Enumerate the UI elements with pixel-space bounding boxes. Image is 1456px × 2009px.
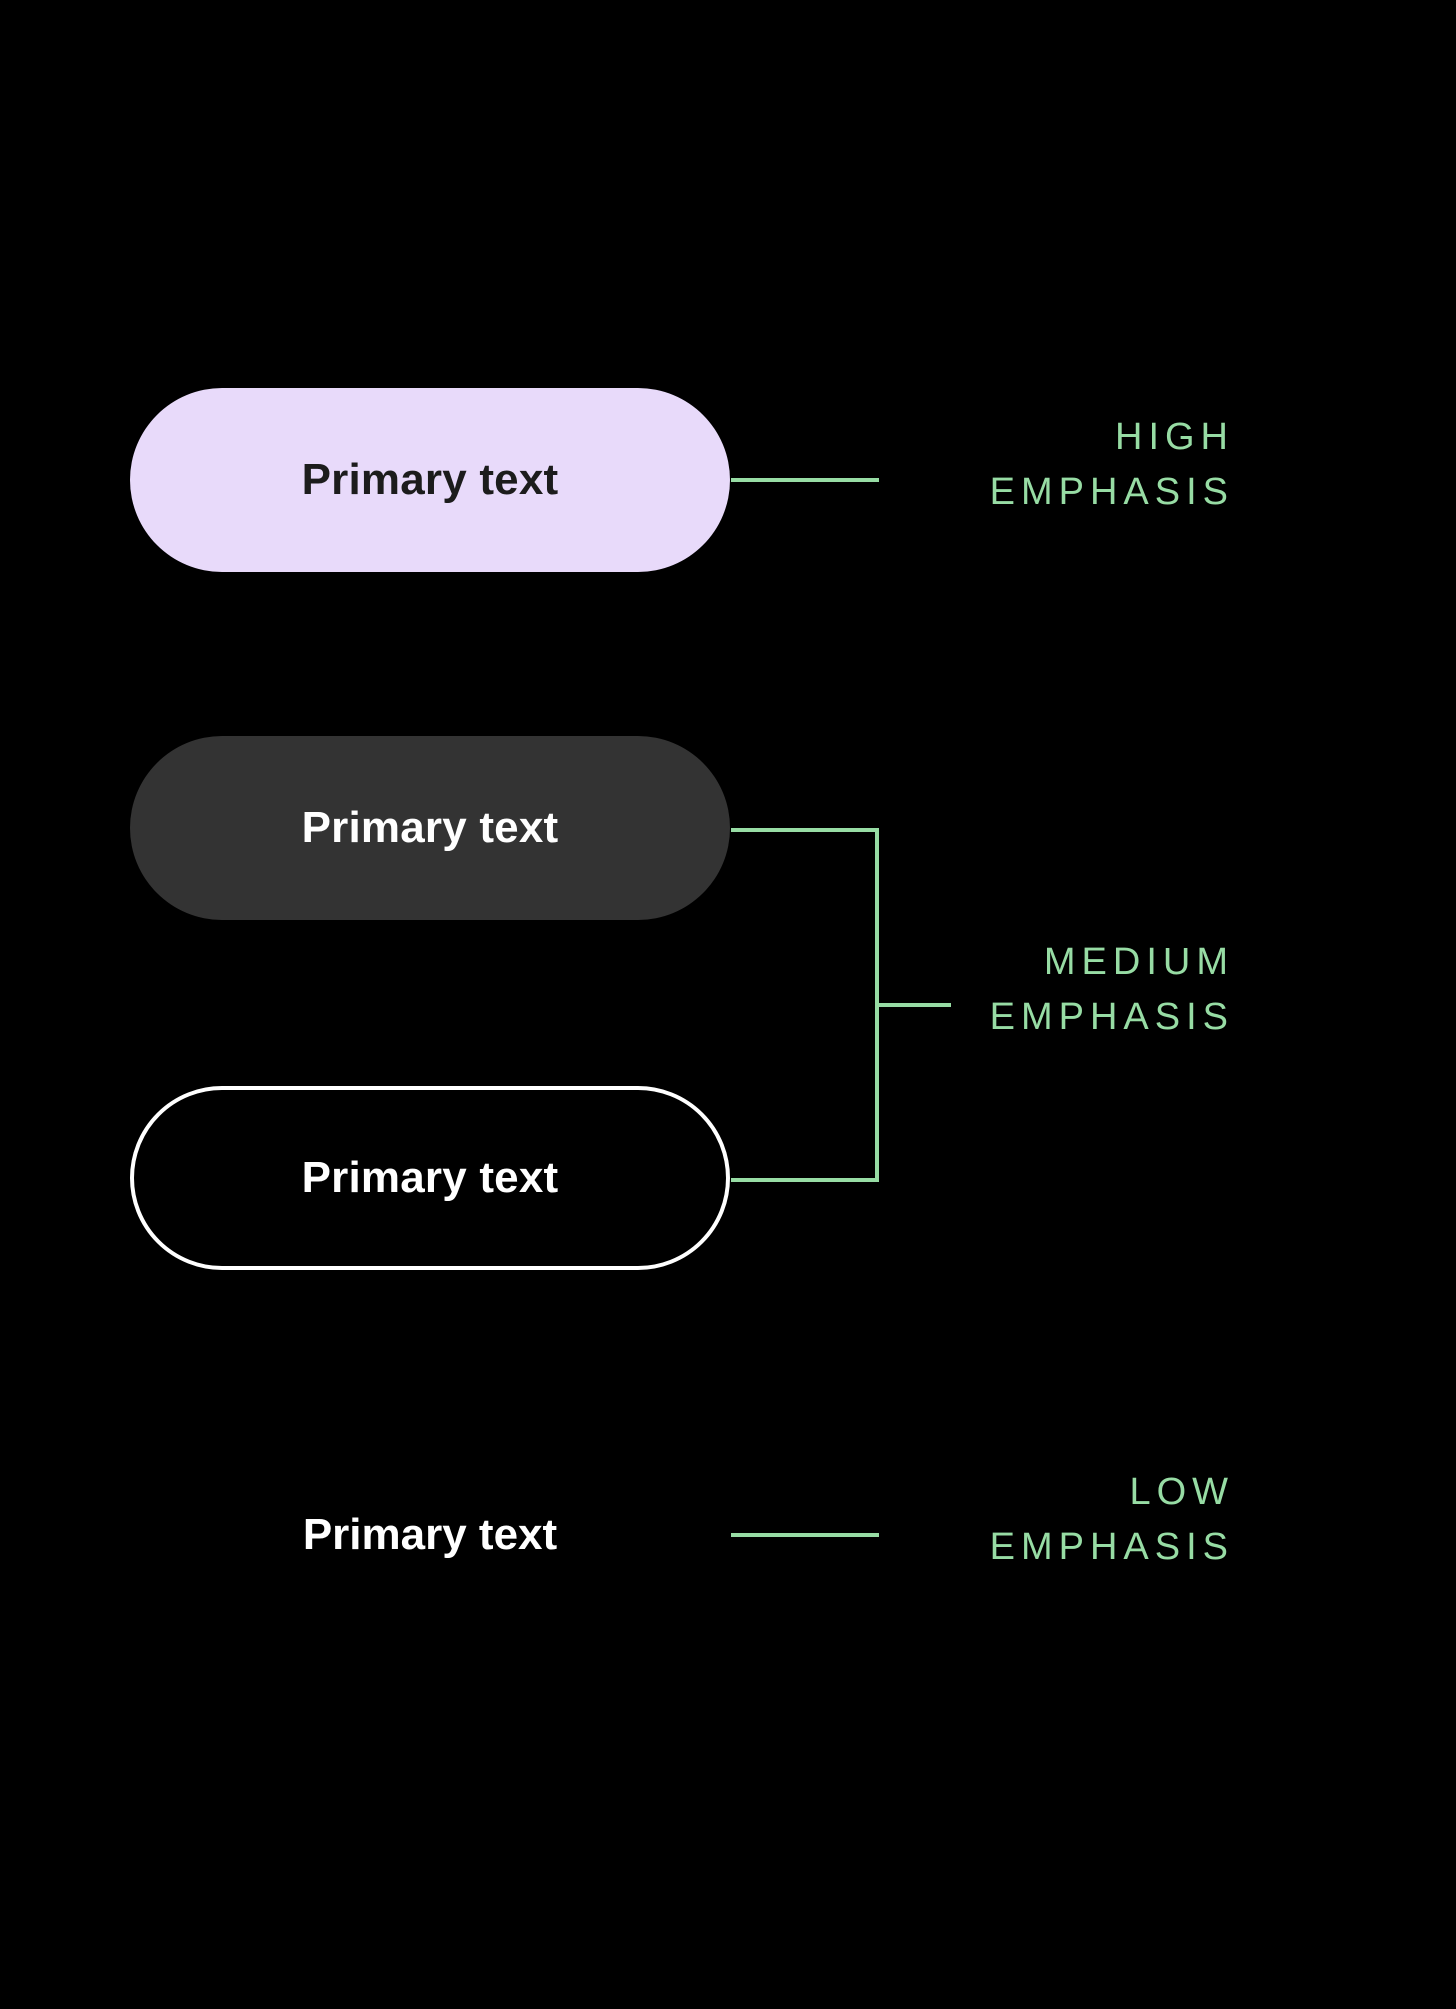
low-emphasis-annotation-label: LOW EMPHASIS: [614, 1465, 1234, 1575]
high-emphasis-annotation-label: HIGH EMPHASIS: [614, 410, 1234, 520]
high-emphasis-button-label: Primary text: [301, 455, 559, 504]
medium-emphasis-filled-button[interactable]: Primary text: [130, 736, 730, 920]
low-emphasis-connector-line: [731, 1533, 879, 1537]
medium-emphasis-outlined-button[interactable]: Primary text: [130, 1086, 730, 1270]
low-emphasis-annotation-line2: EMPHASIS: [989, 1526, 1234, 1569]
medium-emphasis-annotation-line2: EMPHASIS: [989, 996, 1234, 1039]
medium-emphasis-bracket-bottom-line: [731, 1178, 879, 1182]
medium-emphasis-annotation-label: MEDIUM EMPHASIS: [614, 935, 1234, 1045]
low-emphasis-annotation-line1: LOW: [1129, 1471, 1234, 1513]
low-emphasis-text-button[interactable]: Primary text: [130, 1489, 730, 1581]
medium-emphasis-bracket-stub: [875, 1003, 951, 1007]
high-emphasis-annotation-line1: HIGH: [1115, 416, 1234, 458]
medium-emphasis-bracket-top-line: [731, 828, 879, 832]
high-emphasis-connector-line: [731, 478, 879, 482]
medium-emphasis-annotation-line1: MEDIUM: [1043, 941, 1234, 983]
low-emphasis-text-button-label: Primary text: [302, 1510, 558, 1559]
medium-emphasis-filled-button-label: Primary text: [301, 803, 559, 852]
medium-emphasis-outlined-button-label: Primary text: [301, 1153, 559, 1202]
high-emphasis-annotation-line2: EMPHASIS: [989, 471, 1234, 514]
high-emphasis-button[interactable]: Primary text: [130, 388, 730, 572]
